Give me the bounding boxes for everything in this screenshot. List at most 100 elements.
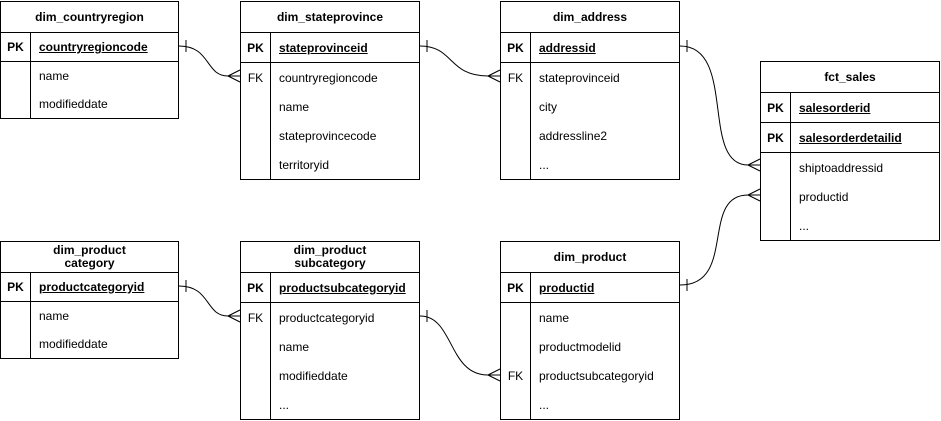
field-name: salesorderdetailid bbox=[799, 130, 902, 145]
pk-badge: PK bbox=[501, 273, 531, 302]
table-row: modifieddate bbox=[1, 330, 178, 358]
crows-foot-many-marker bbox=[227, 69, 241, 83]
key-cell bbox=[501, 390, 531, 419]
key-cell bbox=[1, 330, 31, 358]
table-row: name bbox=[1, 302, 178, 330]
table-row: PK productcategoryid bbox=[1, 273, 178, 302]
field-name: stateprovinceid bbox=[539, 70, 620, 85]
field-name: name bbox=[539, 310, 570, 325]
table-row: name bbox=[241, 92, 419, 121]
crows-foot-many-marker bbox=[747, 188, 761, 202]
field-name: salesorderid bbox=[799, 100, 871, 115]
relationship-productsubcategory-to-product bbox=[419, 310, 501, 382]
fk-badge: FK bbox=[241, 303, 271, 332]
entity-title: dim_stateprovince bbox=[241, 2, 419, 33]
entity-title: dim_product bbox=[501, 242, 679, 273]
field-name: name bbox=[279, 99, 310, 114]
table-row: PK stateprovinceid bbox=[241, 33, 419, 63]
entity-dim-productcategory: dim_product category PK productcategoryi… bbox=[0, 241, 179, 359]
table-row: city bbox=[501, 92, 679, 121]
table-row: FK stateprovinceid bbox=[501, 63, 679, 92]
pk-badge: PK bbox=[1, 33, 31, 61]
table-row: name bbox=[501, 303, 679, 332]
entity-dim-stateprovince: dim_stateprovince PK stateprovinceid FK … bbox=[240, 1, 420, 180]
table-row: name bbox=[241, 332, 419, 361]
key-cell bbox=[761, 182, 791, 211]
pk-badge: PK bbox=[241, 273, 271, 302]
field-name: city bbox=[539, 99, 557, 114]
relationship-stateprovince-to-address bbox=[419, 40, 501, 83]
entity-title: dim_countryregion bbox=[1, 2, 178, 33]
fk-badge: FK bbox=[241, 63, 271, 92]
table-row: productid bbox=[761, 182, 939, 211]
table-row: stateprovincecode bbox=[241, 121, 419, 150]
entity-title: fct_sales bbox=[761, 62, 939, 93]
relationship-productcategory-to-productsubcategory bbox=[178, 280, 241, 323]
fk-badge: FK bbox=[501, 361, 531, 390]
table-row: modifieddate bbox=[241, 361, 419, 390]
key-cell bbox=[241, 390, 271, 419]
key-cell bbox=[501, 332, 531, 361]
field-name: modifieddate bbox=[279, 368, 348, 383]
key-cell bbox=[761, 153, 791, 182]
pk-badge: PK bbox=[761, 123, 791, 152]
table-row: PK salesorderid bbox=[761, 93, 939, 123]
key-cell bbox=[501, 121, 531, 150]
field-name: name bbox=[39, 309, 70, 323]
edge-line bbox=[419, 45, 489, 77]
entity-title: dim_product subcategory bbox=[241, 242, 419, 273]
pk-badge: PK bbox=[241, 33, 271, 62]
pk-badge: PK bbox=[501, 33, 531, 62]
table-row: FK productsubcategoryid bbox=[501, 361, 679, 390]
table-row: addressline2 bbox=[501, 121, 679, 150]
key-cell bbox=[501, 303, 531, 332]
edge-line bbox=[419, 315, 489, 376]
field-name: productcategoryid bbox=[279, 310, 375, 325]
field-name: productid bbox=[539, 280, 595, 295]
table-row: ... bbox=[241, 390, 419, 419]
entity-fct-sales: fct_sales PK salesorderid PK salesorderd… bbox=[760, 61, 940, 241]
key-cell bbox=[241, 121, 271, 150]
table-row: shiptoaddressid bbox=[761, 153, 939, 182]
table-row: PK salesorderdetailid bbox=[761, 123, 939, 153]
entity-dim-countryregion: dim_countryregion PK countryregioncode n… bbox=[0, 1, 179, 119]
field-name: shiptoaddressid bbox=[799, 160, 884, 175]
table-row: ... bbox=[501, 150, 679, 179]
crows-foot-many-marker bbox=[747, 158, 761, 172]
pk-badge: PK bbox=[1, 273, 31, 301]
entity-title: dim_address bbox=[501, 2, 679, 33]
field-name: productid bbox=[799, 189, 849, 204]
crows-foot-many-marker bbox=[487, 368, 501, 382]
table-row: FK countryregioncode bbox=[241, 63, 419, 92]
key-cell bbox=[1, 302, 31, 330]
edge-line bbox=[679, 45, 749, 166]
fk-badge: FK bbox=[501, 63, 531, 92]
key-cell bbox=[241, 332, 271, 361]
field-name: addressline2 bbox=[539, 128, 608, 143]
field-name: stateprovincecode bbox=[279, 128, 377, 143]
entity-title: dim_product category bbox=[1, 242, 178, 273]
table-row: PK countryregioncode bbox=[1, 33, 178, 62]
field-name: stateprovinceid bbox=[279, 40, 368, 55]
field-name: modifieddate bbox=[39, 97, 108, 111]
table-row: PK addressid bbox=[501, 33, 679, 63]
relationship-address-to-sales bbox=[679, 40, 761, 172]
table-row: productmodelid bbox=[501, 332, 679, 361]
field-name: ... bbox=[539, 397, 550, 412]
table-row: name bbox=[1, 62, 178, 90]
field-name: ... bbox=[539, 157, 550, 172]
key-cell bbox=[501, 92, 531, 121]
table-row: PK productsubcategoryid bbox=[241, 273, 419, 303]
edge-line bbox=[178, 45, 229, 77]
entity-dim-address: dim_address PK addressid FK stateprovinc… bbox=[500, 1, 680, 180]
field-name: modifieddate bbox=[39, 337, 108, 351]
pk-badge: PK bbox=[761, 93, 791, 122]
key-cell bbox=[241, 361, 271, 390]
key-cell bbox=[761, 211, 791, 240]
field-name: countryregioncode bbox=[279, 70, 378, 85]
field-name: addressid bbox=[539, 40, 596, 55]
crows-foot-many-marker bbox=[227, 309, 241, 323]
key-cell bbox=[241, 150, 271, 179]
